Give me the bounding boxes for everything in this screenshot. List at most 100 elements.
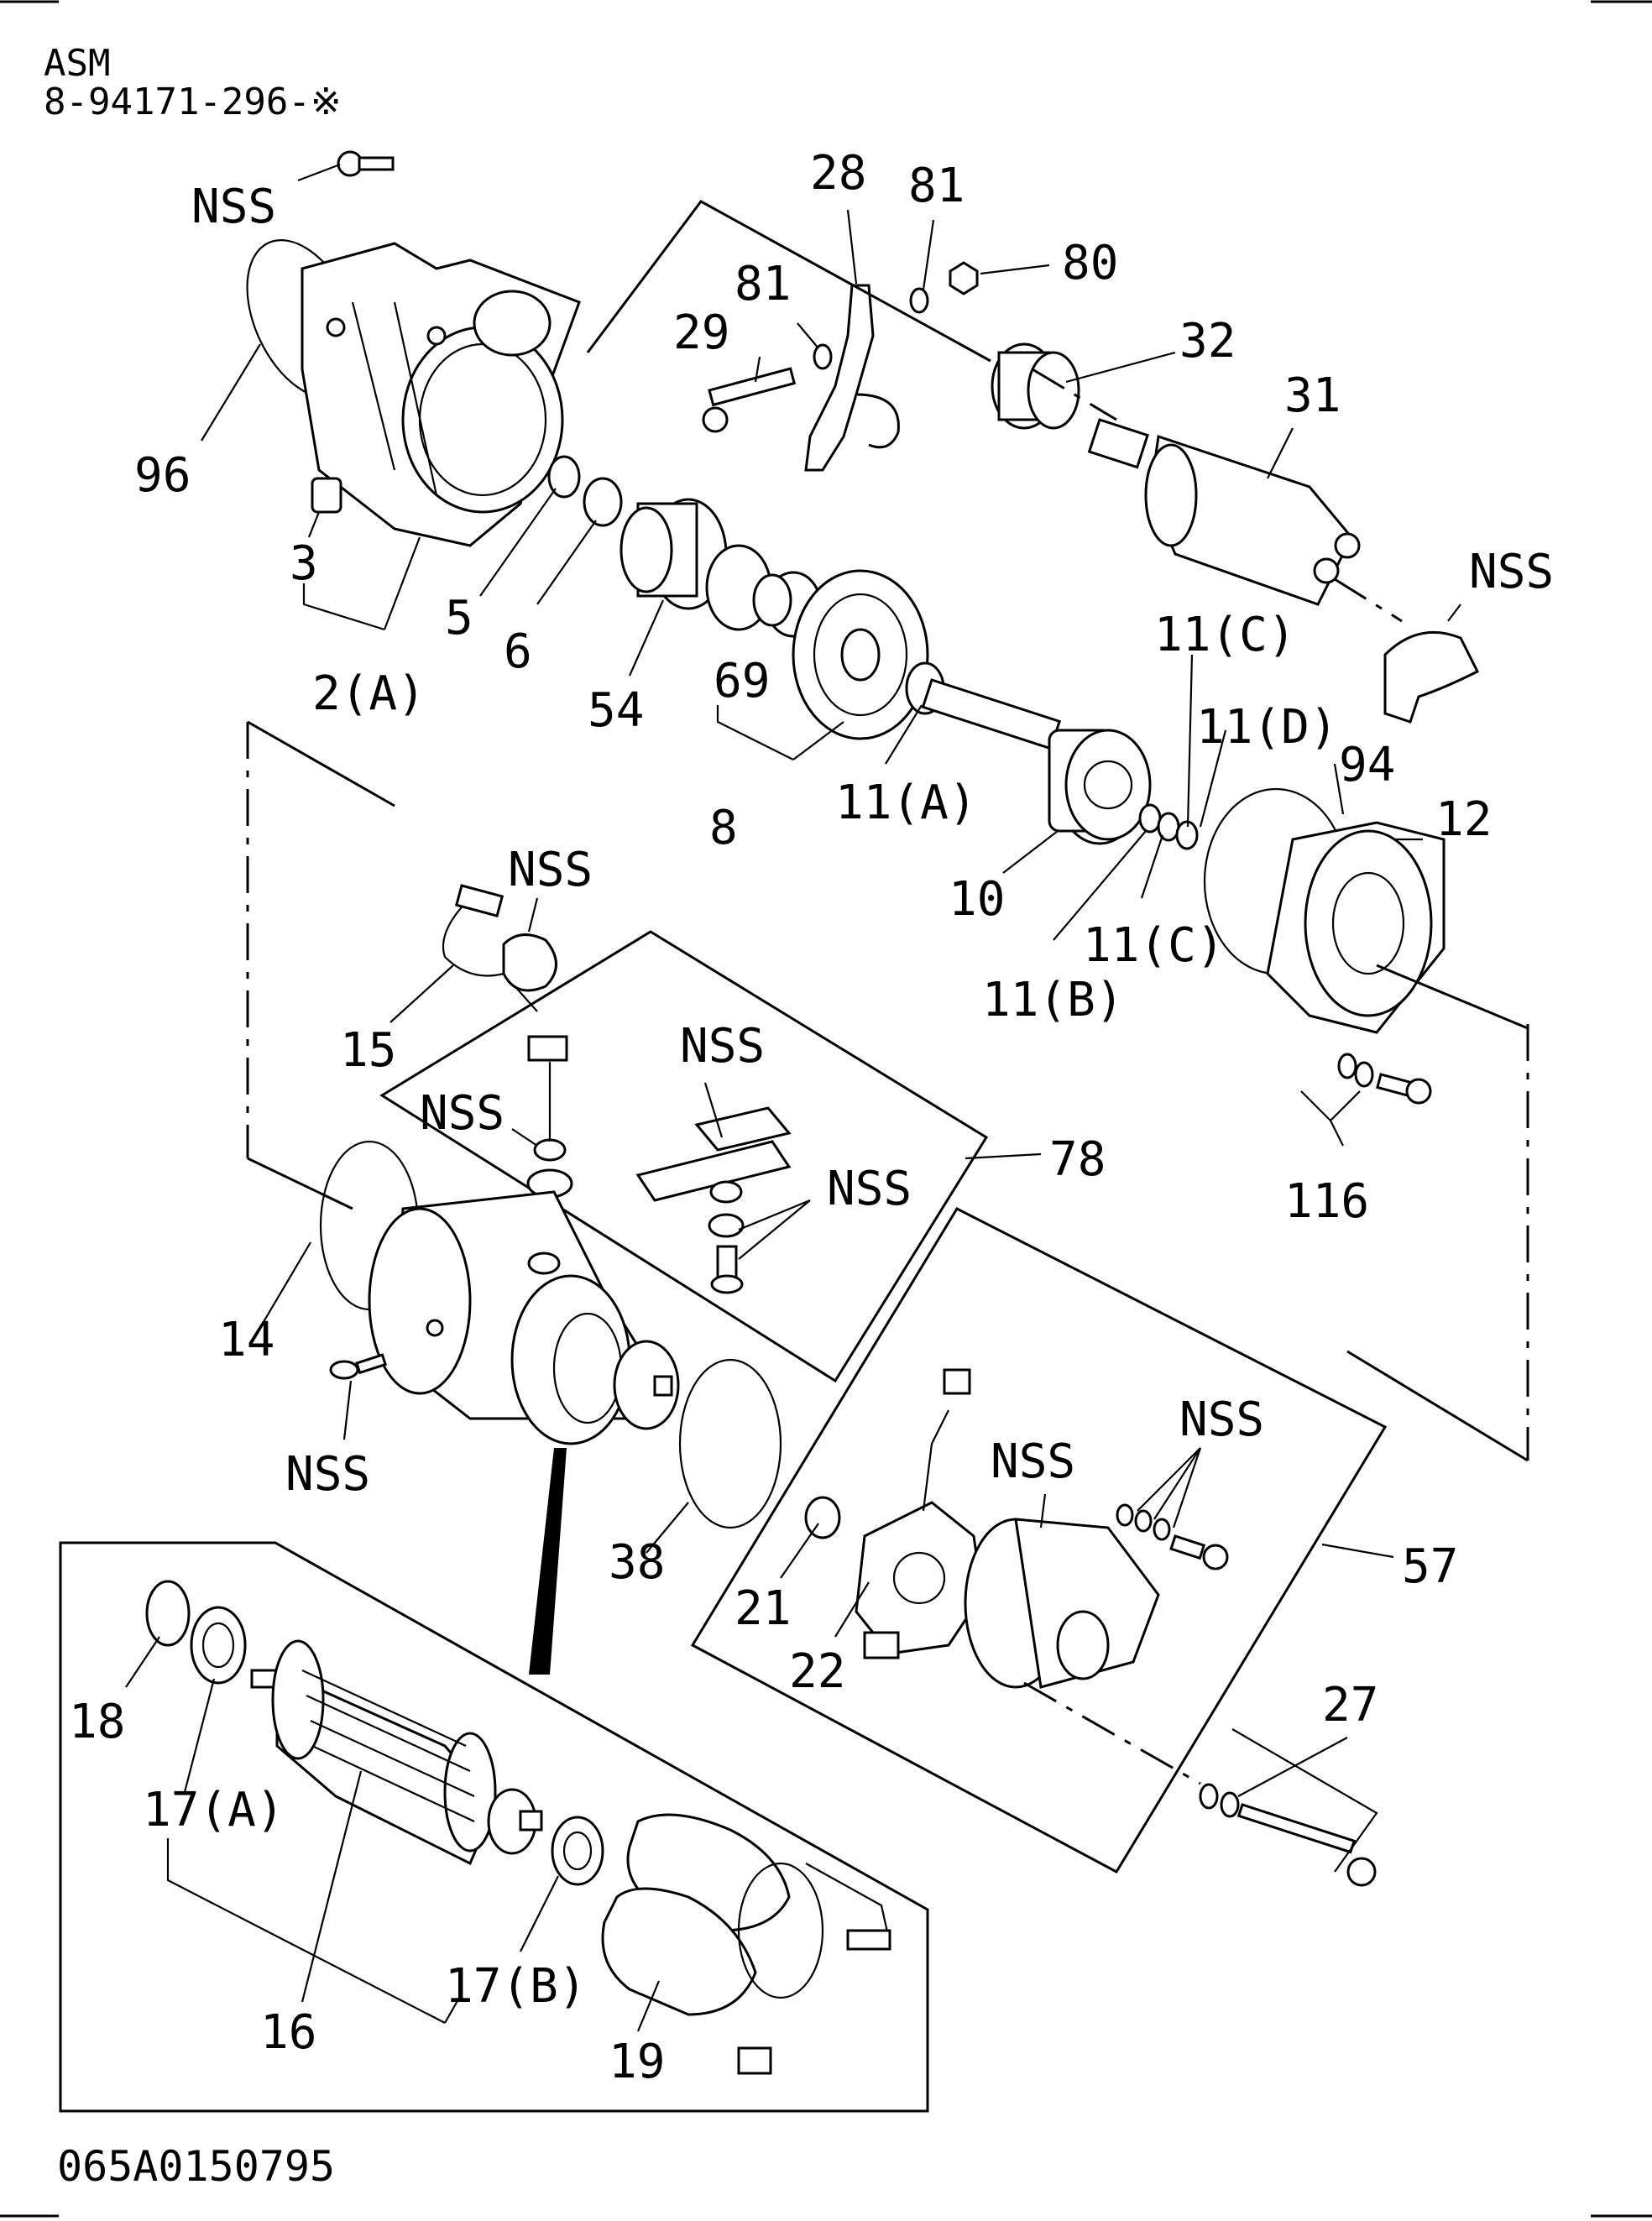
- drawing-number: 065A0150795: [57, 2142, 335, 2191]
- callout-27: 27: [1322, 1678, 1378, 1732]
- leader-lines: [125, 163, 1461, 2032]
- callout-nss-cover: NSS: [991, 1435, 1075, 1489]
- drive-housing: [246, 239, 581, 547]
- callout-labels: NSS 28 81 80 81 29 32 31 96 3 5 6 2(A) 5…: [69, 146, 1554, 2089]
- gear-case: [1203, 787, 1446, 1034]
- callout-54: 54: [588, 683, 644, 738]
- callout-29: 29: [673, 306, 729, 360]
- header-part-number: 8-94171-296-※: [44, 81, 342, 123]
- terminal-bolt: [710, 1245, 744, 1294]
- snap-ring-18: [145, 1580, 191, 1647]
- callout-16: 16: [260, 2005, 316, 2060]
- callout-28: 28: [810, 146, 866, 201]
- callout-32: 32: [1179, 314, 1236, 368]
- callout-18: 18: [69, 1695, 125, 1749]
- callout-31: 31: [1284, 368, 1341, 423]
- callout-11a: 11(A): [835, 776, 977, 830]
- callout-3: 3: [290, 536, 318, 591]
- o-ring-38: [678, 1358, 782, 1529]
- callout-8: 8: [709, 801, 738, 855]
- callout-5: 5: [445, 591, 473, 645]
- lock-washer-116b: [1354, 1061, 1374, 1088]
- callout-21: 21: [735, 1581, 791, 1636]
- ball-bearing-17a: [190, 1606, 247, 1685]
- shift-lever: [804, 284, 900, 472]
- callout-19: 19: [609, 2035, 665, 2089]
- through-bolt-lock-washer: [1220, 1791, 1240, 1818]
- callout-6: 6: [504, 624, 532, 679]
- pinion-shaft: [921, 678, 1152, 845]
- callout-11b: 11(B): [982, 973, 1124, 1027]
- ball-bearing-17b: [551, 1816, 604, 1886]
- callout-17a: 17(A): [143, 1783, 285, 1837]
- callout-22: 22: [789, 1644, 845, 1699]
- callout-11c-lower: 11(C): [1083, 918, 1225, 973]
- housing-bolt: [337, 150, 395, 177]
- dowel-pin: [311, 477, 342, 514]
- assembly-centerlines: [586, 200, 1403, 623]
- through-bolt-centerline: [1023, 1681, 1201, 1785]
- washer-81-upper: [909, 287, 929, 314]
- callout-17b: 17(B): [445, 1959, 587, 2014]
- callout-nss-lead-boot: NSS: [508, 843, 593, 897]
- callout-nss-terminal-plate: NSS: [680, 1019, 765, 1074]
- terminal-nut: [709, 1180, 743, 1204]
- dash-line-frame: [246, 720, 1529, 1462]
- callout-78: 78: [1049, 1132, 1106, 1187]
- field-coil: [601, 1813, 891, 2075]
- callout-nss-boot: NSS: [1469, 545, 1554, 599]
- cover-washer-3: [1153, 1518, 1171, 1541]
- callout-15: 15: [340, 1023, 396, 1078]
- brush-holder-kit-57: [690, 1207, 1388, 1873]
- callout-nss-insulator: NSS: [420, 1086, 504, 1141]
- brush-holder: [855, 1368, 984, 1659]
- cover-washer-2: [1134, 1509, 1153, 1533]
- callout-38: 38: [609, 1535, 665, 1590]
- bushing: [583, 477, 623, 527]
- cover-bolt: [1169, 1534, 1229, 1570]
- header-asm-label: ASM: [44, 42, 110, 85]
- lead-boot: [502, 933, 557, 992]
- lever-pin: [702, 367, 797, 433]
- terminal-plate: [635, 1106, 792, 1202]
- callout-nss-cover-bolts: NSS: [1179, 1393, 1264, 1447]
- washer-116a: [1337, 1053, 1357, 1079]
- nut-80: [949, 261, 979, 295]
- magnetic-switch: [1087, 418, 1361, 606]
- snap-ring: [547, 455, 581, 499]
- exploded-view-arrow: [529, 1448, 567, 1675]
- terminal-boot: [1383, 630, 1480, 724]
- terminal-washer: [708, 1213, 745, 1238]
- armature: [250, 1639, 543, 1866]
- overrunning-clutch: [620, 498, 772, 631]
- dust-boot: [991, 342, 1080, 430]
- washer-81-lower: [813, 343, 833, 370]
- callout-94: 94: [1339, 738, 1395, 792]
- cover-washer-1: [1116, 1503, 1134, 1527]
- callout-2a: 2(A): [312, 666, 426, 721]
- callout-96: 96: [134, 448, 191, 503]
- gear-plate-bearing: [792, 569, 929, 740]
- callout-81-upper: 81: [908, 159, 965, 213]
- callout-11d: 11(D): [1196, 700, 1338, 755]
- insulator-kit-78: [379, 930, 989, 1383]
- callout-81-lower: 81: [735, 257, 791, 311]
- callout-nss-bolt: NSS: [191, 180, 276, 234]
- bolt-116: [1376, 1073, 1432, 1105]
- callout-69: 69: [714, 654, 770, 708]
- callout-14: 14: [218, 1313, 274, 1367]
- armature-frame: [59, 1541, 929, 2113]
- callout-11c-upper: 11(C): [1154, 608, 1296, 662]
- field-lead-wire: [442, 884, 568, 1062]
- callout-57: 57: [1402, 1539, 1458, 1594]
- washer-11b: [1138, 803, 1162, 834]
- callout-12: 12: [1435, 792, 1492, 847]
- screw: [329, 1353, 388, 1380]
- washer-11d: [1175, 820, 1199, 850]
- callout-116: 116: [1284, 1174, 1369, 1229]
- callout-80: 80: [1062, 236, 1118, 290]
- callout-10: 10: [949, 872, 1005, 927]
- callout-nss-screw: NSS: [285, 1447, 370, 1502]
